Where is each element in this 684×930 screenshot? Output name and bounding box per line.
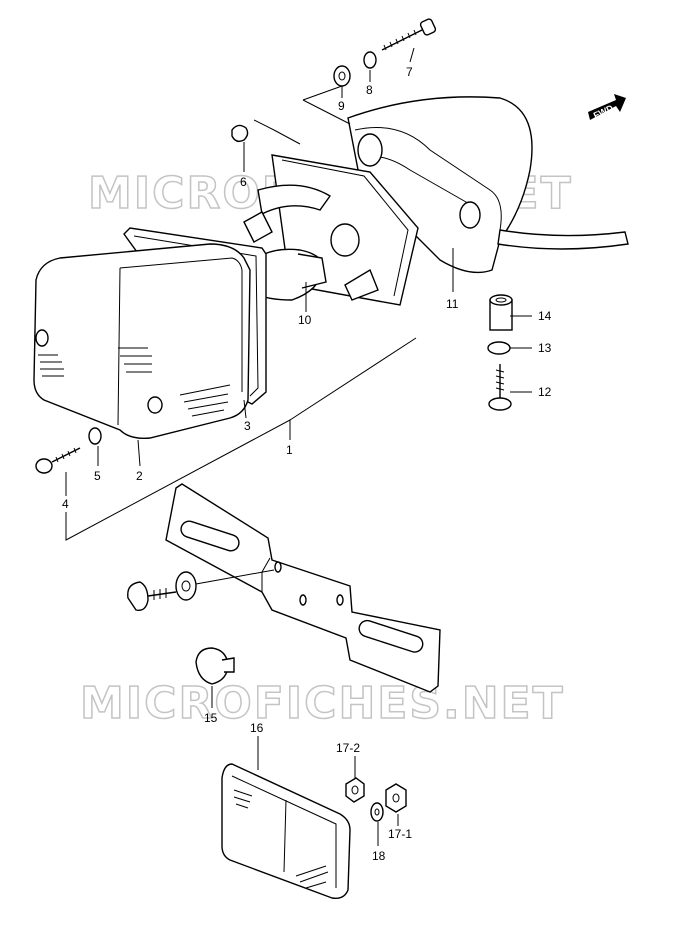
part-labels: 7 8 9 6 10 11 14 13 12 3 1 2 5 4 15 16 1… [62,65,552,863]
leader-lines [65,47,532,846]
label-11: 11 [446,297,459,311]
clip-part-15 [195,647,235,685]
lens-part-2 [33,243,251,440]
bracket-bolt [127,581,177,611]
label-17-2: 17-2 [336,741,360,755]
nut-part-17-1 [385,783,407,813]
nut-part-17-2 [345,777,365,803]
socket-part-10 [239,154,419,306]
label-14: 14 [538,309,552,323]
washer-part-9 [333,65,351,87]
label-17-1: 17-1 [388,827,412,841]
label-10: 10 [298,313,312,327]
spacer-part-14 [489,294,513,331]
fwd-arrow-icon: FWD [588,94,626,121]
bracket-washer [175,571,197,601]
reflector-part-16 [221,763,351,900]
screw-part-4 [35,447,81,474]
label-5: 5 [94,469,101,483]
label-1: 1 [286,443,293,457]
label-16: 16 [250,721,264,735]
label-8: 8 [366,83,373,97]
washer-part-18 [370,802,384,822]
label-15: 15 [204,711,218,725]
label-4: 4 [62,497,69,511]
label-18: 18 [372,849,386,863]
license-bracket [165,483,441,693]
label-6: 6 [240,175,247,189]
label-12: 12 [538,385,552,399]
label-9: 9 [338,99,345,113]
label-13: 13 [538,341,552,355]
bolt-part-12 [488,364,512,411]
housing-part-11 [347,96,629,274]
label-3: 3 [244,419,251,433]
grommet-part-6 [231,124,249,143]
washer-part-13 [487,341,511,355]
screw-part-7 [381,18,437,51]
watermark-bottom: MICROFICHES.NET [80,678,565,729]
washer-part-8 [363,51,377,69]
washer-part-5 [88,427,102,445]
label-2: 2 [136,469,143,483]
label-7: 7 [406,65,413,79]
